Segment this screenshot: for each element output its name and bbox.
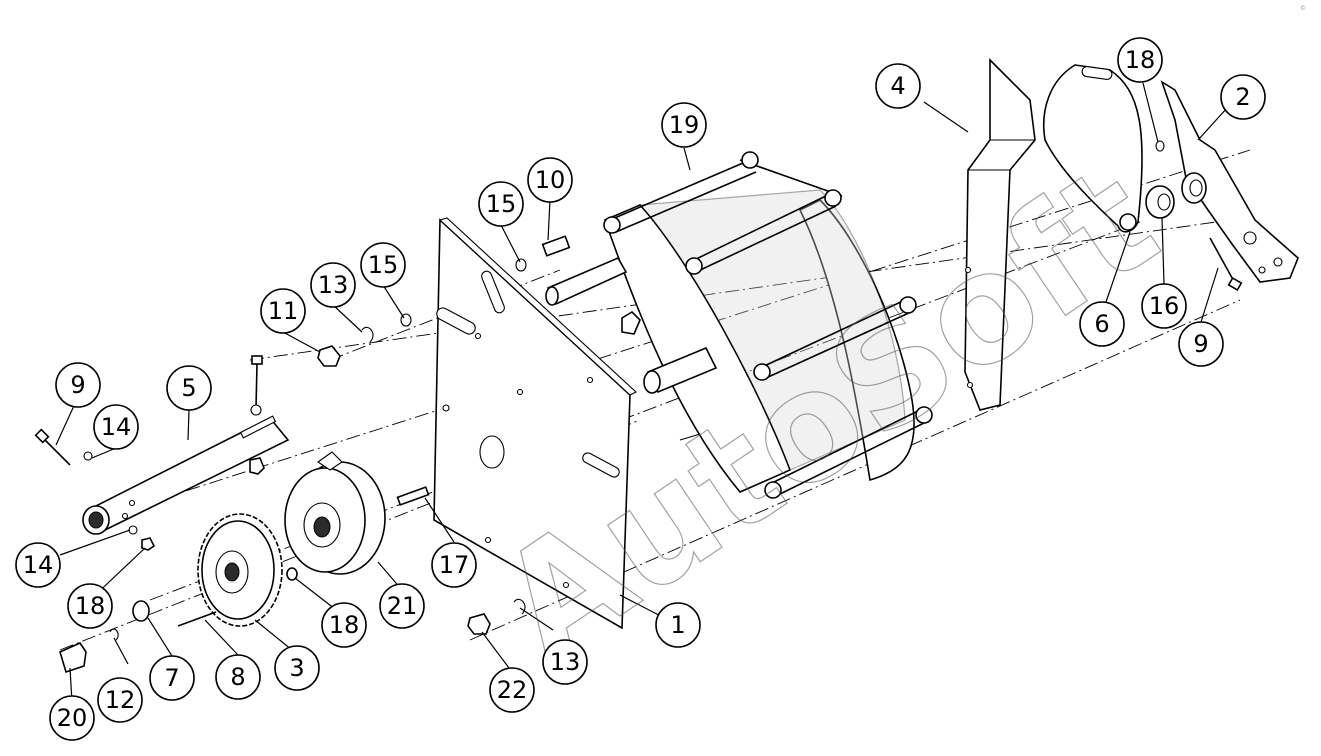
svg-text:18: 18 <box>329 611 360 639</box>
callout-20: 20 <box>49 695 95 741</box>
callout-2: 2 <box>1220 74 1266 120</box>
svg-text:1: 1 <box>670 611 685 639</box>
svg-text:4: 4 <box>890 72 905 100</box>
callout-18-top: 18 <box>1117 37 1163 83</box>
bolt-part <box>34 237 1243 466</box>
callout-3: 3 <box>274 645 320 691</box>
svg-text:17: 17 <box>439 551 470 579</box>
callout-17: 17 <box>431 542 477 588</box>
callout-4: 4 <box>875 63 921 109</box>
lever-arm-part <box>1160 80 1299 283</box>
svg-text:16: 16 <box>1149 292 1180 320</box>
svg-text:7: 7 <box>164 664 179 692</box>
callout-19: 19 <box>661 102 707 148</box>
svg-text:8: 8 <box>230 663 245 691</box>
callout-10: 10 <box>527 157 573 203</box>
svg-text:13: 13 <box>318 271 349 299</box>
washer-part <box>1145 185 1175 219</box>
callout-14-top: 14 <box>93 404 139 450</box>
drive-hub-part <box>284 451 386 575</box>
side-bracket-part <box>964 58 1036 411</box>
callout-11: 11 <box>260 288 306 334</box>
svg-text:5: 5 <box>181 374 196 402</box>
callout-16: 16 <box>1141 283 1187 329</box>
svg-text:9: 9 <box>70 371 85 399</box>
callout-13-top: 13 <box>310 262 356 308</box>
callout-15-left: 15 <box>360 242 406 288</box>
svg-text:2: 2 <box>1235 83 1250 111</box>
svg-text:6: 6 <box>1094 310 1109 338</box>
mounting-plate-part <box>433 217 637 630</box>
svg-text:18: 18 <box>1125 46 1156 74</box>
svg-text:10: 10 <box>535 166 566 194</box>
svg-text:13: 13 <box>550 648 581 676</box>
svg-text:3: 3 <box>289 654 304 682</box>
small-hardware-parts <box>59 140 1165 674</box>
svg-text:21: 21 <box>387 592 418 620</box>
callout-12: 12 <box>97 677 143 723</box>
svg-text:14: 14 <box>23 551 54 579</box>
svg-text:20: 20 <box>57 704 88 732</box>
svg-text:19: 19 <box>669 111 700 139</box>
svg-text:9: 9 <box>1193 330 1208 358</box>
svg-text:11: 11 <box>268 297 299 325</box>
callout-7: 7 <box>149 655 195 701</box>
callout-18-left: 18 <box>67 583 113 629</box>
callout-6: 6 <box>1079 301 1125 347</box>
callout-15-right: 15 <box>478 181 524 227</box>
callout-1: 1 <box>655 602 701 648</box>
callout-8: 8 <box>215 654 261 700</box>
svg-text:18: 18 <box>75 592 106 620</box>
callout-21: 21 <box>379 583 425 629</box>
callout-22: 22 <box>489 667 535 713</box>
sprocket-part <box>197 513 283 627</box>
callout-5: 5 <box>166 365 212 411</box>
corner-mark: © <box>1300 5 1306 12</box>
leader-lines <box>55 82 1238 703</box>
callout-9-left: 9 <box>55 362 101 408</box>
svg-text:22: 22 <box>497 676 528 704</box>
callout-13-bottom: 13 <box>542 639 588 685</box>
cover-plate-part <box>1043 64 1143 233</box>
shaft-tube-part <box>82 415 290 535</box>
callout-9-right: 9 <box>1178 321 1224 367</box>
reel-housing-part <box>545 151 933 499</box>
svg-text:15: 15 <box>486 190 517 218</box>
svg-text:14: 14 <box>101 413 132 441</box>
callout-18-middle: 18 <box>321 602 367 648</box>
callout-14-bottom: 14 <box>15 542 61 588</box>
svg-text:12: 12 <box>105 686 136 714</box>
svg-text:15: 15 <box>368 251 399 279</box>
